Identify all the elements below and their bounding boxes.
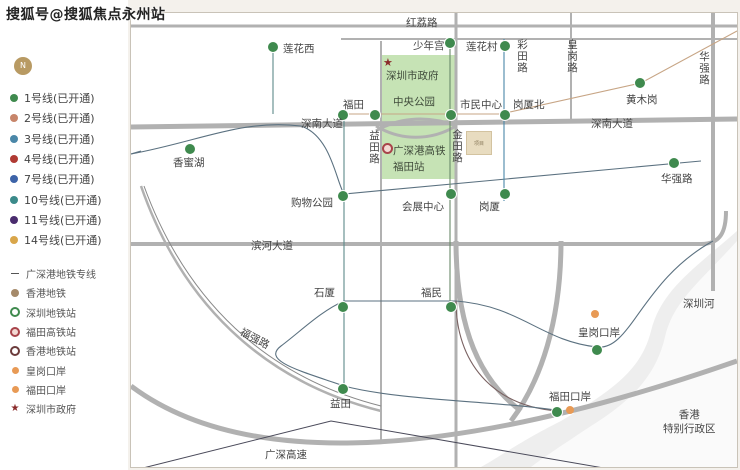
station-label: 市民中心 bbox=[460, 99, 502, 111]
place-label: 中央公园 bbox=[393, 96, 435, 108]
legend-line-7: 7号线(已开通) bbox=[10, 169, 102, 189]
station-lianhuacun[interactable] bbox=[499, 40, 511, 52]
hsr-station-icon bbox=[10, 326, 20, 337]
hsr-station-icon[interactable] bbox=[382, 143, 393, 154]
port-icon bbox=[10, 385, 20, 393]
legend-symbol: ★深圳市政府 bbox=[10, 403, 76, 417]
legend-symbol: 福田高铁站 bbox=[10, 322, 96, 341]
legend-line-11: 11号线(已开通) bbox=[10, 210, 102, 230]
station-futiankouan[interactable] bbox=[551, 406, 563, 418]
station-label: 购物公园 bbox=[291, 197, 333, 209]
station-label: 福民 bbox=[421, 287, 442, 299]
central-park-area bbox=[381, 55, 455, 179]
station-gouwugongyuan[interactable] bbox=[337, 190, 349, 202]
legend-line-1: 1号线(已开通) bbox=[10, 88, 102, 108]
station-gangxia[interactable] bbox=[499, 188, 511, 200]
place-label: 深圳河 bbox=[683, 298, 715, 310]
place-label: 深圳市政府 bbox=[386, 70, 439, 82]
map-graphics bbox=[131, 13, 737, 467]
station-huizhanzhongxin[interactable] bbox=[445, 188, 457, 200]
road-label: 深南大道 bbox=[591, 118, 633, 130]
port-icon bbox=[591, 310, 599, 318]
station-label: 华强路 bbox=[661, 173, 693, 185]
station-futian-2[interactable] bbox=[369, 109, 381, 121]
compass-icon: N bbox=[14, 57, 32, 75]
road-label: 金田路 bbox=[451, 129, 463, 164]
legend-symbol: 香港地铁站 bbox=[10, 341, 96, 360]
station-label: 少年宫 bbox=[413, 40, 445, 52]
station-futian-1[interactable] bbox=[337, 109, 349, 121]
line-dot-icon bbox=[10, 134, 18, 143]
legend-symbol: 皇岗口岸 bbox=[10, 360, 96, 379]
port-icon bbox=[10, 366, 20, 374]
legend-symbol: 广深港地铁专线 bbox=[10, 264, 96, 283]
sz-metro-station-icon bbox=[10, 307, 20, 318]
legend-line-2: 2号线(已开通) bbox=[10, 108, 102, 128]
legend-line-10: 10号线(已开通) bbox=[10, 189, 102, 209]
station-huanggangkouan[interactable] bbox=[591, 344, 603, 356]
station-label: 会展中心 bbox=[402, 201, 444, 213]
station-label: 皇岗口岸 bbox=[578, 327, 620, 339]
line-dot-icon bbox=[10, 155, 18, 164]
line-dot-icon bbox=[10, 175, 18, 184]
station-label: 莲花村 bbox=[466, 41, 498, 53]
road-label: 滨河大道 bbox=[251, 240, 293, 252]
legend-line-14: 14号线(已开通) bbox=[10, 230, 102, 250]
station-shiminzhongxin[interactable] bbox=[445, 109, 457, 121]
hk-metro-station-icon bbox=[10, 345, 20, 356]
station-huaqianglu[interactable] bbox=[668, 157, 680, 169]
station-shixia[interactable] bbox=[337, 301, 349, 313]
line-dot-icon bbox=[10, 215, 18, 224]
line-dash-icon bbox=[10, 273, 20, 275]
station-label: 岗厦北 bbox=[513, 99, 545, 111]
legend-line-4: 4号线(已开通) bbox=[10, 149, 102, 169]
metro-line-legend: 1号线(已开通) 2号线(已开通) 3号线(已开通) 4号线(已开通) 7号线(… bbox=[10, 88, 102, 250]
port-icon bbox=[566, 406, 574, 414]
station-label: 石厦 bbox=[314, 287, 335, 299]
line-dot-icon bbox=[10, 114, 18, 123]
road-label: 广深高速 bbox=[265, 449, 307, 461]
road-label: 彩田路 bbox=[516, 39, 528, 74]
station-label: 黄木岗 bbox=[626, 94, 658, 106]
road-label: 红荔路 bbox=[406, 17, 438, 29]
road-label: 益田路 bbox=[368, 130, 380, 165]
station-label: 香蜜湖 bbox=[173, 157, 205, 169]
station-label: 莲花西 bbox=[283, 43, 315, 55]
station-label: 福田口岸 bbox=[549, 391, 591, 403]
project-marker[interactable]: 项目 bbox=[466, 131, 492, 155]
star-icon: ★ bbox=[383, 56, 393, 69]
station-xiangmihu[interactable] bbox=[184, 143, 196, 155]
station-huangmugang[interactable] bbox=[634, 77, 646, 89]
map-legend: N 1号线(已开通) 2号线(已开通) 3号线(已开通) 4号线(已开通) 7号… bbox=[0, 0, 128, 470]
watermark: 搜狐号@搜狐焦点永州站 bbox=[6, 7, 166, 23]
legend-symbol: 福田口岸 bbox=[10, 380, 96, 399]
line-dot-icon bbox=[10, 94, 18, 103]
station-label: 益田 bbox=[330, 398, 351, 410]
station-yitian[interactable] bbox=[337, 383, 349, 395]
star-icon: ★ bbox=[10, 403, 20, 415]
map-canvas[interactable]: ★ 项目 红荔路 少年宫 莲花村 莲花西 彩田路 皇岗路 华强路 深圳市政府 中… bbox=[130, 12, 738, 468]
station-label: 岗厦 bbox=[479, 201, 500, 213]
station-shaoniangong[interactable] bbox=[444, 37, 456, 49]
road-label: 华强路 bbox=[698, 51, 710, 86]
legend-line-3: 3号线(已开通) bbox=[10, 129, 102, 149]
road-label: 深南大道 bbox=[301, 118, 343, 130]
place-label: 广深港高铁 福田站 bbox=[393, 145, 446, 173]
road-label: 皇岗路 bbox=[566, 39, 578, 74]
symbol-legend: 广深港地铁专线 香港地铁 深圳地铁站 福田高铁站 香港地铁站 皇岗口岸 福田口岸… bbox=[10, 264, 96, 418]
hk-metro-dot-icon bbox=[10, 288, 20, 297]
place-label: 香港 特别行政区 bbox=[663, 409, 716, 435]
legend-symbol: 深圳地铁站 bbox=[10, 303, 96, 322]
station-lianhuaxi[interactable] bbox=[267, 41, 279, 53]
station-gangxiabei[interactable] bbox=[499, 109, 511, 121]
line-dot-icon bbox=[10, 236, 18, 245]
line-dot-icon bbox=[10, 195, 18, 204]
station-label: 福田 bbox=[343, 99, 364, 111]
station-fumin[interactable] bbox=[445, 301, 457, 313]
legend-symbol: 香港地铁 bbox=[10, 283, 96, 302]
